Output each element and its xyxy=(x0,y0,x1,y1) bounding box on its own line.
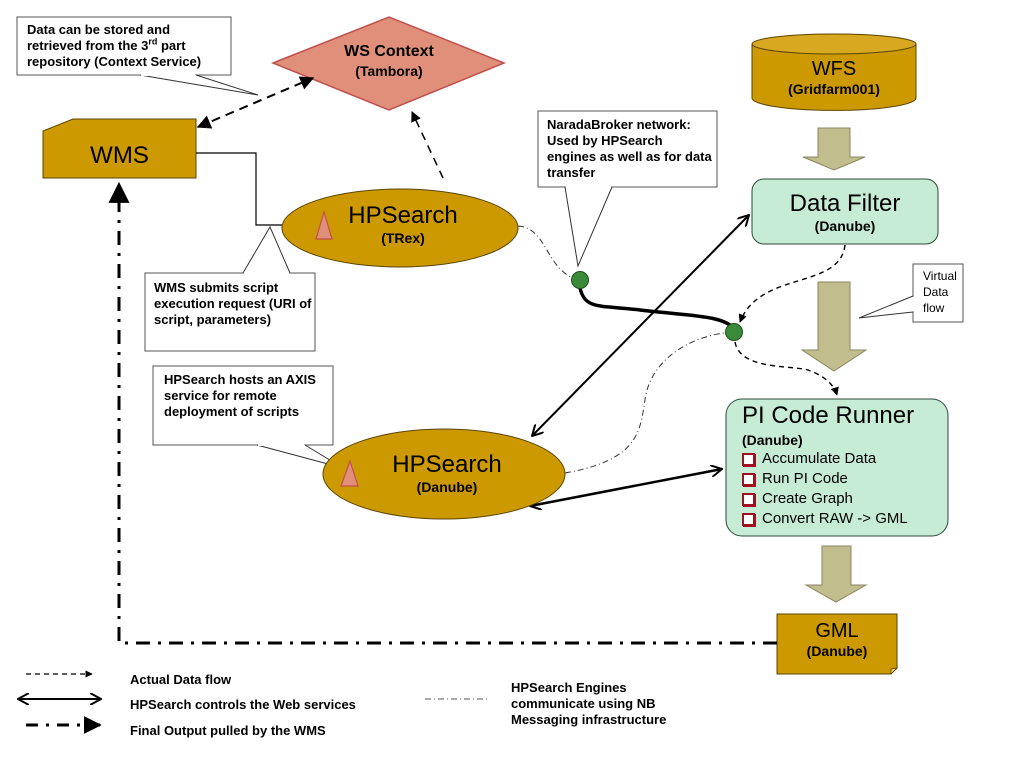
wms-title: WMS xyxy=(90,142,149,169)
edge-control-pi-runner xyxy=(530,469,722,506)
ws-context-label: WS Context (Tambora) xyxy=(313,42,465,80)
wfs-title: WFS xyxy=(811,58,857,80)
callout-naradabroker-text: NaradaBroker network: Used by HPSearch e… xyxy=(547,117,712,180)
hpsearch-trex-node xyxy=(281,188,519,268)
hpsearch-danube-title: HPSearch xyxy=(392,451,502,478)
checkbox-icon xyxy=(742,452,755,466)
gml-title: GML xyxy=(815,620,859,642)
edge-hpsearch-ws-context xyxy=(411,111,444,179)
checkbox-icon xyxy=(742,492,755,506)
edge-nb-trex xyxy=(517,225,579,281)
broker-node-2 xyxy=(725,323,743,341)
wfs-label: WFS (Gridfarm001) xyxy=(752,58,916,98)
edge-wms-ws-context xyxy=(196,76,315,129)
hpsearch-danube-node xyxy=(322,428,566,520)
callout-text-part: part xyxy=(157,38,186,53)
pi-code-runner-node xyxy=(725,398,949,537)
callout-virtual-flow-text: Virtual Data flow xyxy=(923,269,957,315)
data-filter-subtitle: (Danube) xyxy=(814,218,876,234)
pi-step: Run PI Code xyxy=(742,469,947,489)
legend-nb-messaging: HPSearch Engines communicate using NB Me… xyxy=(511,680,667,727)
gml-label: GML (Danube) xyxy=(777,620,897,660)
data-filter-label: Data Filter (Danube) xyxy=(752,191,938,235)
pi-step: Accumulate Data xyxy=(742,449,947,469)
flow-arrow-wfs-filter xyxy=(802,127,866,171)
hpsearch-trex-title: HPSearch xyxy=(348,202,458,229)
pi-step-label: Run PI Code xyxy=(762,470,848,487)
data-filter-node xyxy=(751,178,939,245)
edge-final-output xyxy=(108,181,777,645)
pi-step-label: Accumulate Data xyxy=(762,450,877,467)
script-triangle-icon xyxy=(340,459,359,487)
pi-code-runner-subtitle: (Danube) xyxy=(742,432,803,448)
edge-nb-danube xyxy=(564,331,734,474)
script-triangle-icon xyxy=(315,209,333,240)
wfs-node xyxy=(751,33,917,111)
hpsearch-trex-subtitle: (TRex) xyxy=(381,230,425,246)
superscript: rd xyxy=(148,36,158,47)
legend-hpsearch-controls: HPSearch controls the Web services xyxy=(130,697,356,712)
edge-control-data-filter xyxy=(532,215,749,436)
ws-context-subtitle: (Tambora) xyxy=(355,63,423,79)
callout-line: repository (Context Service) xyxy=(27,54,202,69)
hpsearch-danube-subtitle: (Danube) xyxy=(416,479,478,495)
legend-actual-data-flow: Actual Data flow xyxy=(130,672,232,687)
wfs-subtitle: (Gridfarm001) xyxy=(788,81,880,97)
checkbox-icon xyxy=(742,472,755,486)
callout-line: Data can be stored and xyxy=(27,22,171,37)
flow-arrow-filter-runner xyxy=(800,281,868,372)
callout-line: retrieved from the 3rd part xyxy=(27,36,231,54)
legend-final-output: Final Output pulled by the WMS xyxy=(130,723,326,738)
callout-axis-service xyxy=(152,365,344,469)
callout-wms-submits xyxy=(144,225,316,352)
wms-node xyxy=(42,118,197,179)
hpsearch-trex-label: HPSearch (TRex) xyxy=(333,203,473,247)
pi-step-label: Convert RAW -> GML xyxy=(762,510,908,527)
callout-context-service-text: Data can be stored and retrieved from th… xyxy=(27,22,231,70)
callout-wms-submits-text: WMS submits script execution request (UR… xyxy=(154,280,312,327)
pi-step: Convert RAW -> GML xyxy=(742,509,947,529)
callout-text-part: retrieved from the 3 xyxy=(27,38,149,53)
ws-context-node xyxy=(270,16,507,111)
pi-code-runner-steps: Accumulate Data Run PI Code Create Graph… xyxy=(742,449,947,529)
ws-context-title: WS Context xyxy=(344,43,434,60)
checkbox-icon xyxy=(742,512,755,526)
data-filter-title: Data Filter xyxy=(789,190,901,217)
pi-step-label: Create Graph xyxy=(762,490,853,507)
pi-code-runner-label: PI Code Runner (Danube) Accumulate Data … xyxy=(742,403,947,529)
callout-axis-service-text: HPSearch hosts an AXIS service for remot… xyxy=(164,372,316,419)
hpsearch-danube-label: HPSearch (Danube) xyxy=(372,452,522,496)
broker-node-1 xyxy=(571,271,589,289)
flow-arrow-runner-gml xyxy=(804,545,868,603)
callout-virtual-flow xyxy=(858,263,964,323)
pi-code-runner-title: PI Code Runner xyxy=(742,402,915,429)
pi-step: Create Graph xyxy=(742,489,947,509)
gml-subtitle: (Danube) xyxy=(806,643,868,659)
